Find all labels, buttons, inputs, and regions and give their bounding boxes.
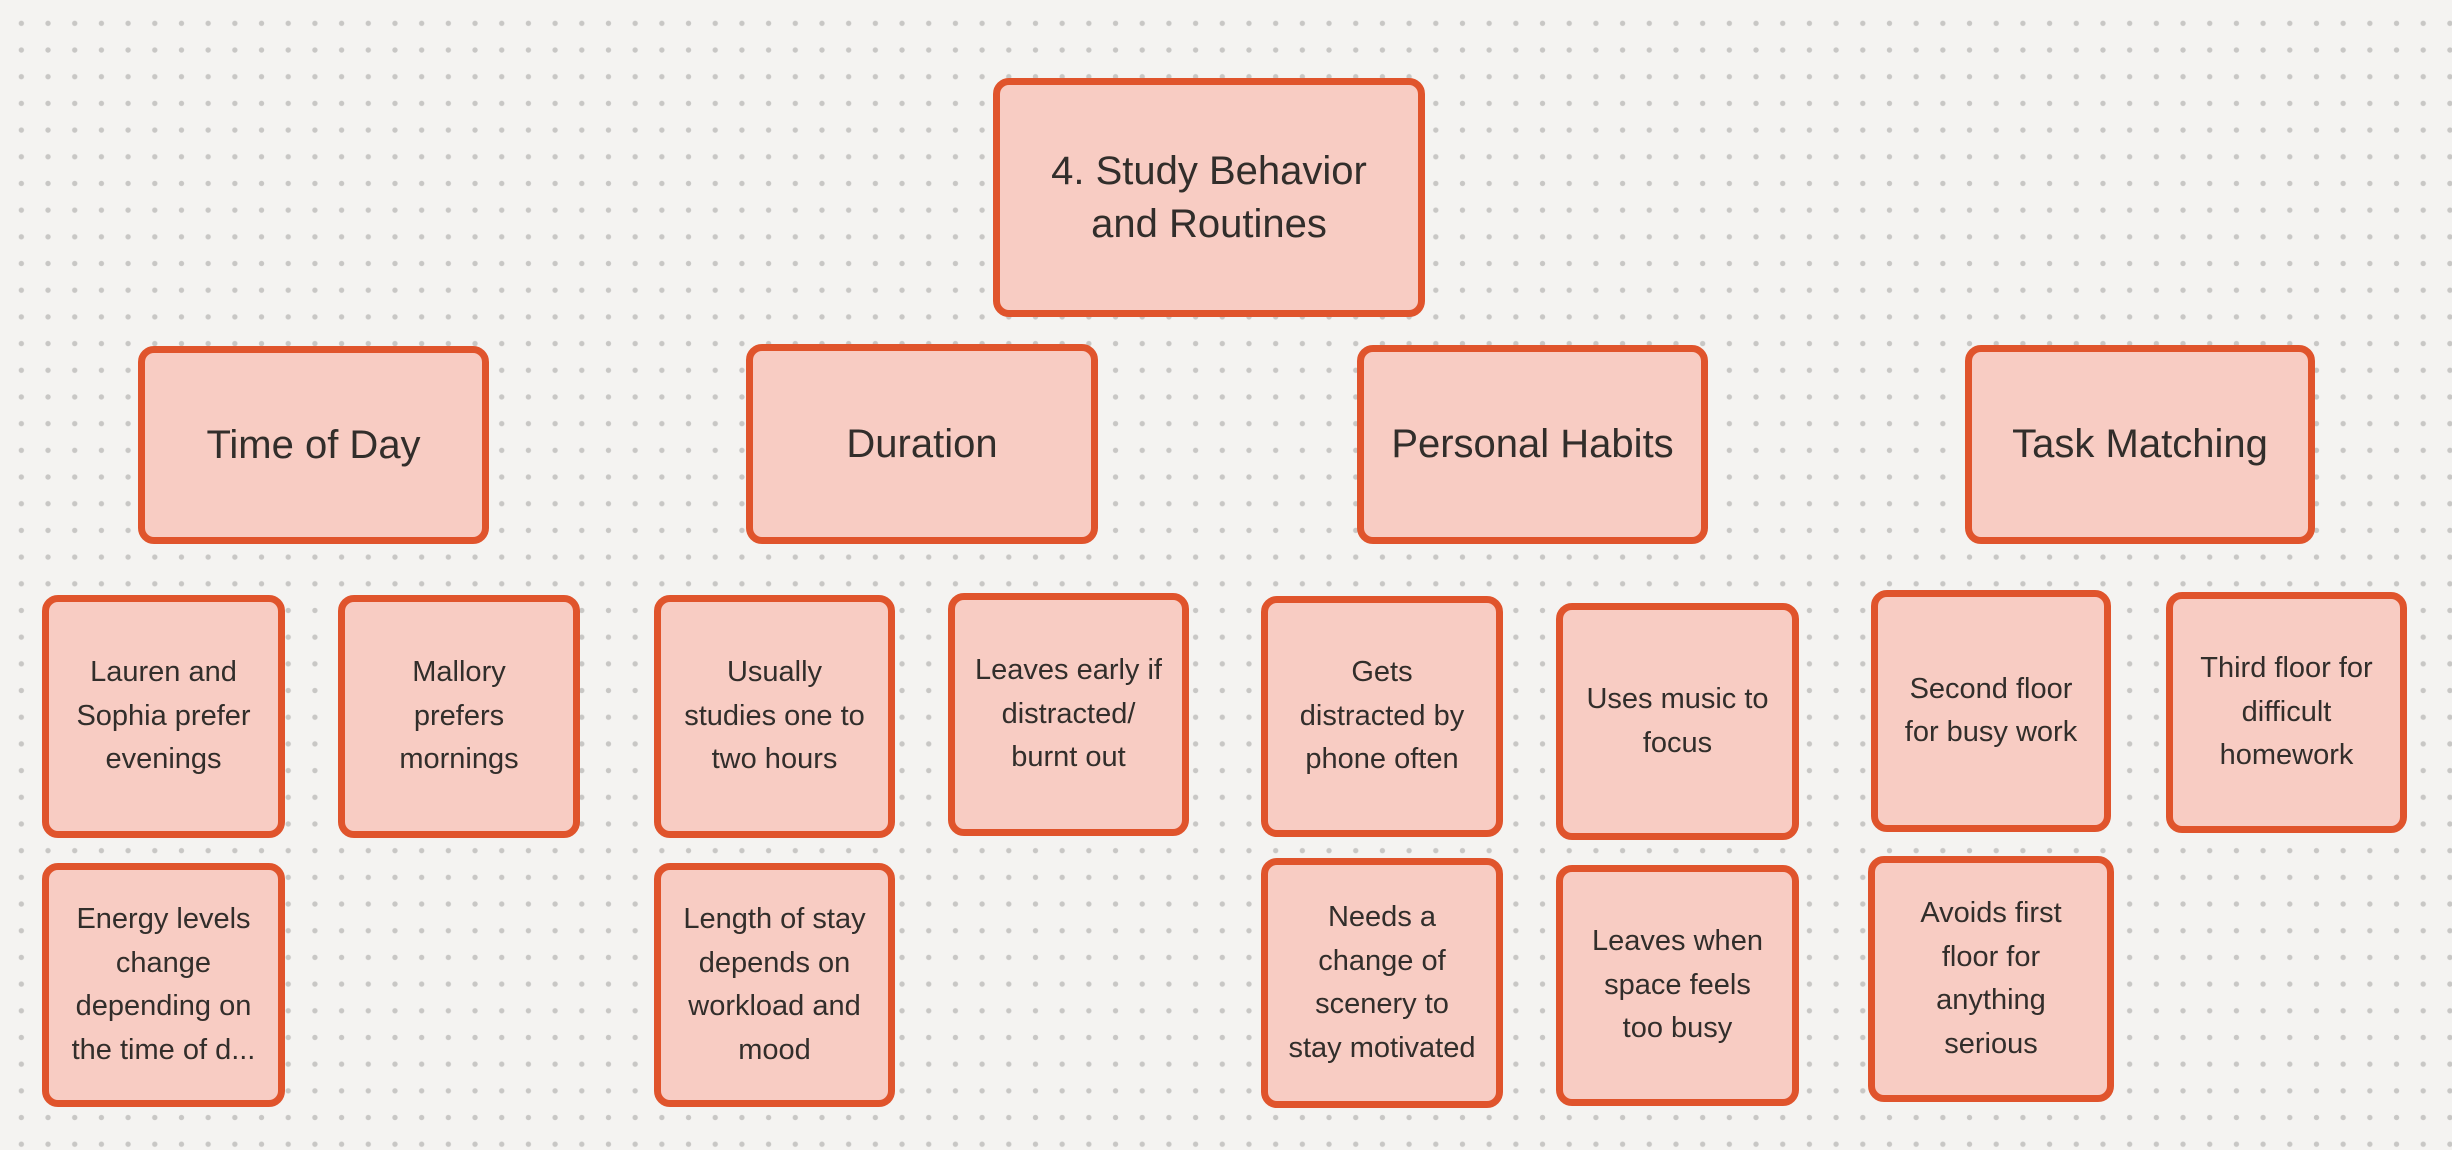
node-category-time-of-day[interactable]: Time of Day: [138, 346, 489, 544]
node-note-length-of-stay[interactable]: Length of stay depends on workload and m…: [654, 863, 895, 1107]
node-note-third-floor-difficult[interactable]: Third floor for difficult homework: [2166, 592, 2407, 833]
node-note-music-to-focus[interactable]: Uses music to focus: [1556, 603, 1799, 840]
node-note-change-of-scenery[interactable]: Needs a change of scenery to stay motiva…: [1261, 858, 1503, 1108]
node-category-personal-habits[interactable]: Personal Habits: [1357, 345, 1708, 544]
node-note-leaves-when-busy[interactable]: Leaves when space feels too busy: [1556, 865, 1799, 1106]
node-note-mallory-mornings[interactable]: Mallory prefers mornings: [338, 595, 580, 838]
node-note-leaves-early[interactable]: Leaves early if distracted/ burnt out: [948, 593, 1189, 836]
node-note-phone-distraction[interactable]: Gets distracted by phone often: [1261, 596, 1503, 837]
node-note-one-to-two-hours[interactable]: Usually studies one to two hours: [654, 595, 895, 838]
node-category-task-matching[interactable]: Task Matching: [1965, 345, 2315, 544]
node-note-avoids-first-floor[interactable]: Avoids first floor for anything serious: [1868, 856, 2114, 1102]
node-note-second-floor-busy-work[interactable]: Second floor for busy work: [1871, 590, 2111, 832]
node-note-lauren-sophia-evenings[interactable]: Lauren and Sophia prefer evenings: [42, 595, 285, 838]
node-category-duration[interactable]: Duration: [746, 344, 1098, 544]
node-note-energy-levels[interactable]: Energy levels change depending on the ti…: [42, 863, 285, 1107]
node-root-study-behavior[interactable]: 4. Study Behavior and Routines: [993, 78, 1425, 317]
